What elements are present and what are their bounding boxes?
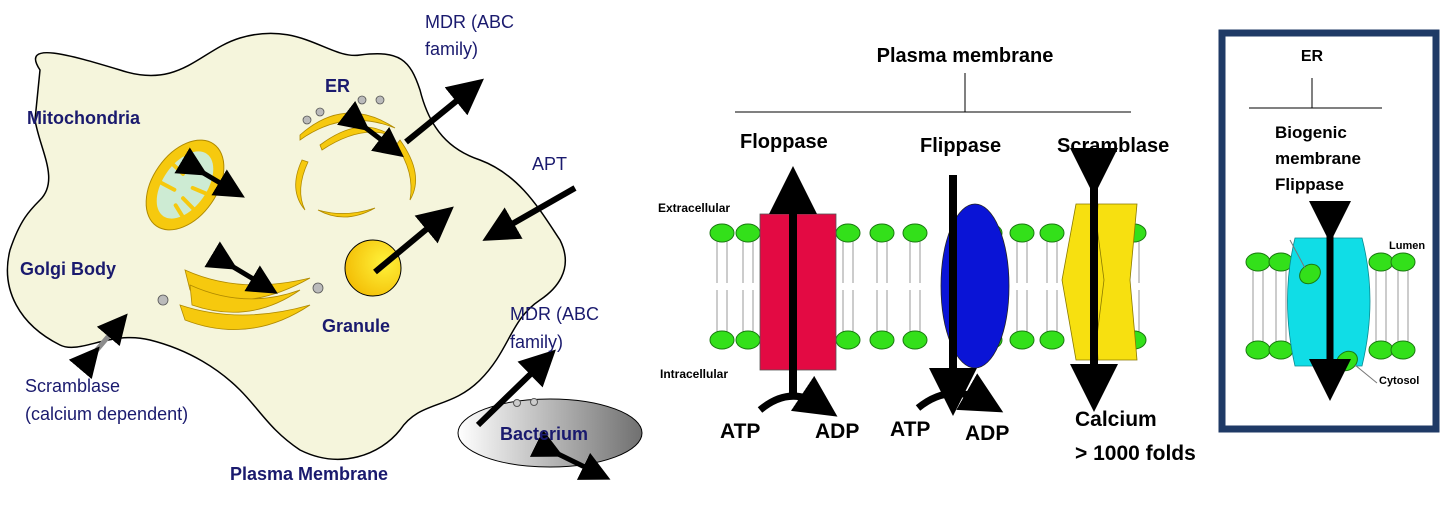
- label-adp-2: ADP: [965, 422, 1009, 445]
- label-floppase: Floppase: [740, 131, 828, 153]
- lipid-head: [735, 330, 761, 350]
- lipid-head: [835, 330, 861, 350]
- er-flippase-panel: ER Biogenic membrane Flippase Lumen Cyto…: [1218, 29, 1440, 433]
- label-extracellular: Extracellular: [658, 201, 730, 215]
- label-mdr-bottom-1: MDR (ABC: [510, 304, 599, 324]
- lipid-head: [1368, 340, 1394, 360]
- lipid-head: [1390, 340, 1416, 360]
- er-lipid-bilayer: [1245, 252, 1416, 360]
- lipid-head: [1268, 340, 1294, 360]
- transport-arrows: [68, 78, 611, 480]
- cell-diagram: Mitochondria ER Golgi Body Granule Bacte…: [6, 12, 643, 484]
- lipid-head: [902, 330, 928, 350]
- lipid-head: [902, 223, 928, 243]
- lipid-head: [1245, 252, 1271, 272]
- granule-organelle: [344, 239, 402, 297]
- label-lumen: Lumen: [1389, 240, 1425, 252]
- label-adp-1: ADP: [815, 420, 859, 443]
- label-mitochondria: Mitochondria: [27, 108, 141, 128]
- label-plasma-membrane: Plasma Membrane: [230, 464, 388, 484]
- granule-arrow: [373, 206, 454, 275]
- label-scramblase: Scramblase: [1057, 135, 1169, 157]
- middle-title: Plasma membrane: [877, 45, 1054, 67]
- label-cytosol: Cytosol: [1379, 375, 1419, 387]
- lipid-head: [709, 223, 735, 243]
- er-subtitle-1: Biogenic: [1275, 123, 1347, 142]
- label-er: ER: [325, 76, 350, 96]
- label-mdr-top-1: MDR (ABC: [425, 12, 514, 32]
- label-mdr-bottom-2: family): [510, 332, 563, 352]
- lipid-head: [709, 330, 735, 350]
- er-title: ER: [1301, 48, 1324, 65]
- label-1000-folds: > 1000 folds: [1075, 442, 1196, 465]
- lipid-head: [869, 223, 895, 243]
- er-arrow: [336, 100, 404, 158]
- label-golgi: Golgi Body: [20, 259, 116, 279]
- mito-arrow: [174, 147, 245, 198]
- cell-membrane: [6, 32, 567, 460]
- label-calcium: Calcium: [1075, 408, 1157, 431]
- lipid-head: [1039, 330, 1065, 350]
- label-atp-2: ATP: [890, 418, 930, 441]
- apt-arrow: [482, 185, 577, 241]
- lipid-head: [1390, 252, 1416, 272]
- floppase-protein: [759, 213, 837, 371]
- label-scramblase-1: Scramblase: [25, 376, 120, 396]
- label-bacterium: Bacterium: [500, 424, 588, 444]
- lipid-head: [835, 223, 861, 243]
- label-flippase: Flippase: [920, 135, 1001, 157]
- lipid-head: [869, 330, 895, 350]
- label-intracellular: Intracellular: [660, 367, 728, 381]
- lipid-head: [1009, 330, 1035, 350]
- mdr-bottom-arrow: [475, 349, 556, 428]
- mdr-top-arrow: [404, 78, 484, 145]
- er-subtitle-3: Flippase: [1275, 175, 1344, 194]
- lipid-head: [1368, 252, 1394, 272]
- er-subtitle-2: membrane: [1275, 149, 1361, 168]
- bacterium-arrow: [529, 429, 611, 480]
- label-apt: APT: [532, 154, 567, 174]
- label-mdr-top-2: family): [425, 39, 478, 59]
- lipid-head: [735, 223, 761, 243]
- scramblase-arrow: [68, 313, 128, 380]
- plasma-membrane-diagram: Plasma membrane Extracellular Intracellu…: [658, 45, 1196, 465]
- golgi-arrow: [204, 241, 278, 294]
- lipid-head: [1009, 223, 1035, 243]
- label-granule: Granule: [322, 316, 390, 336]
- lipid-head: [1039, 223, 1065, 243]
- lipid-head: [1245, 340, 1271, 360]
- label-atp-1: ATP: [720, 420, 760, 443]
- label-scramblase-2: (calcium dependent): [25, 404, 188, 424]
